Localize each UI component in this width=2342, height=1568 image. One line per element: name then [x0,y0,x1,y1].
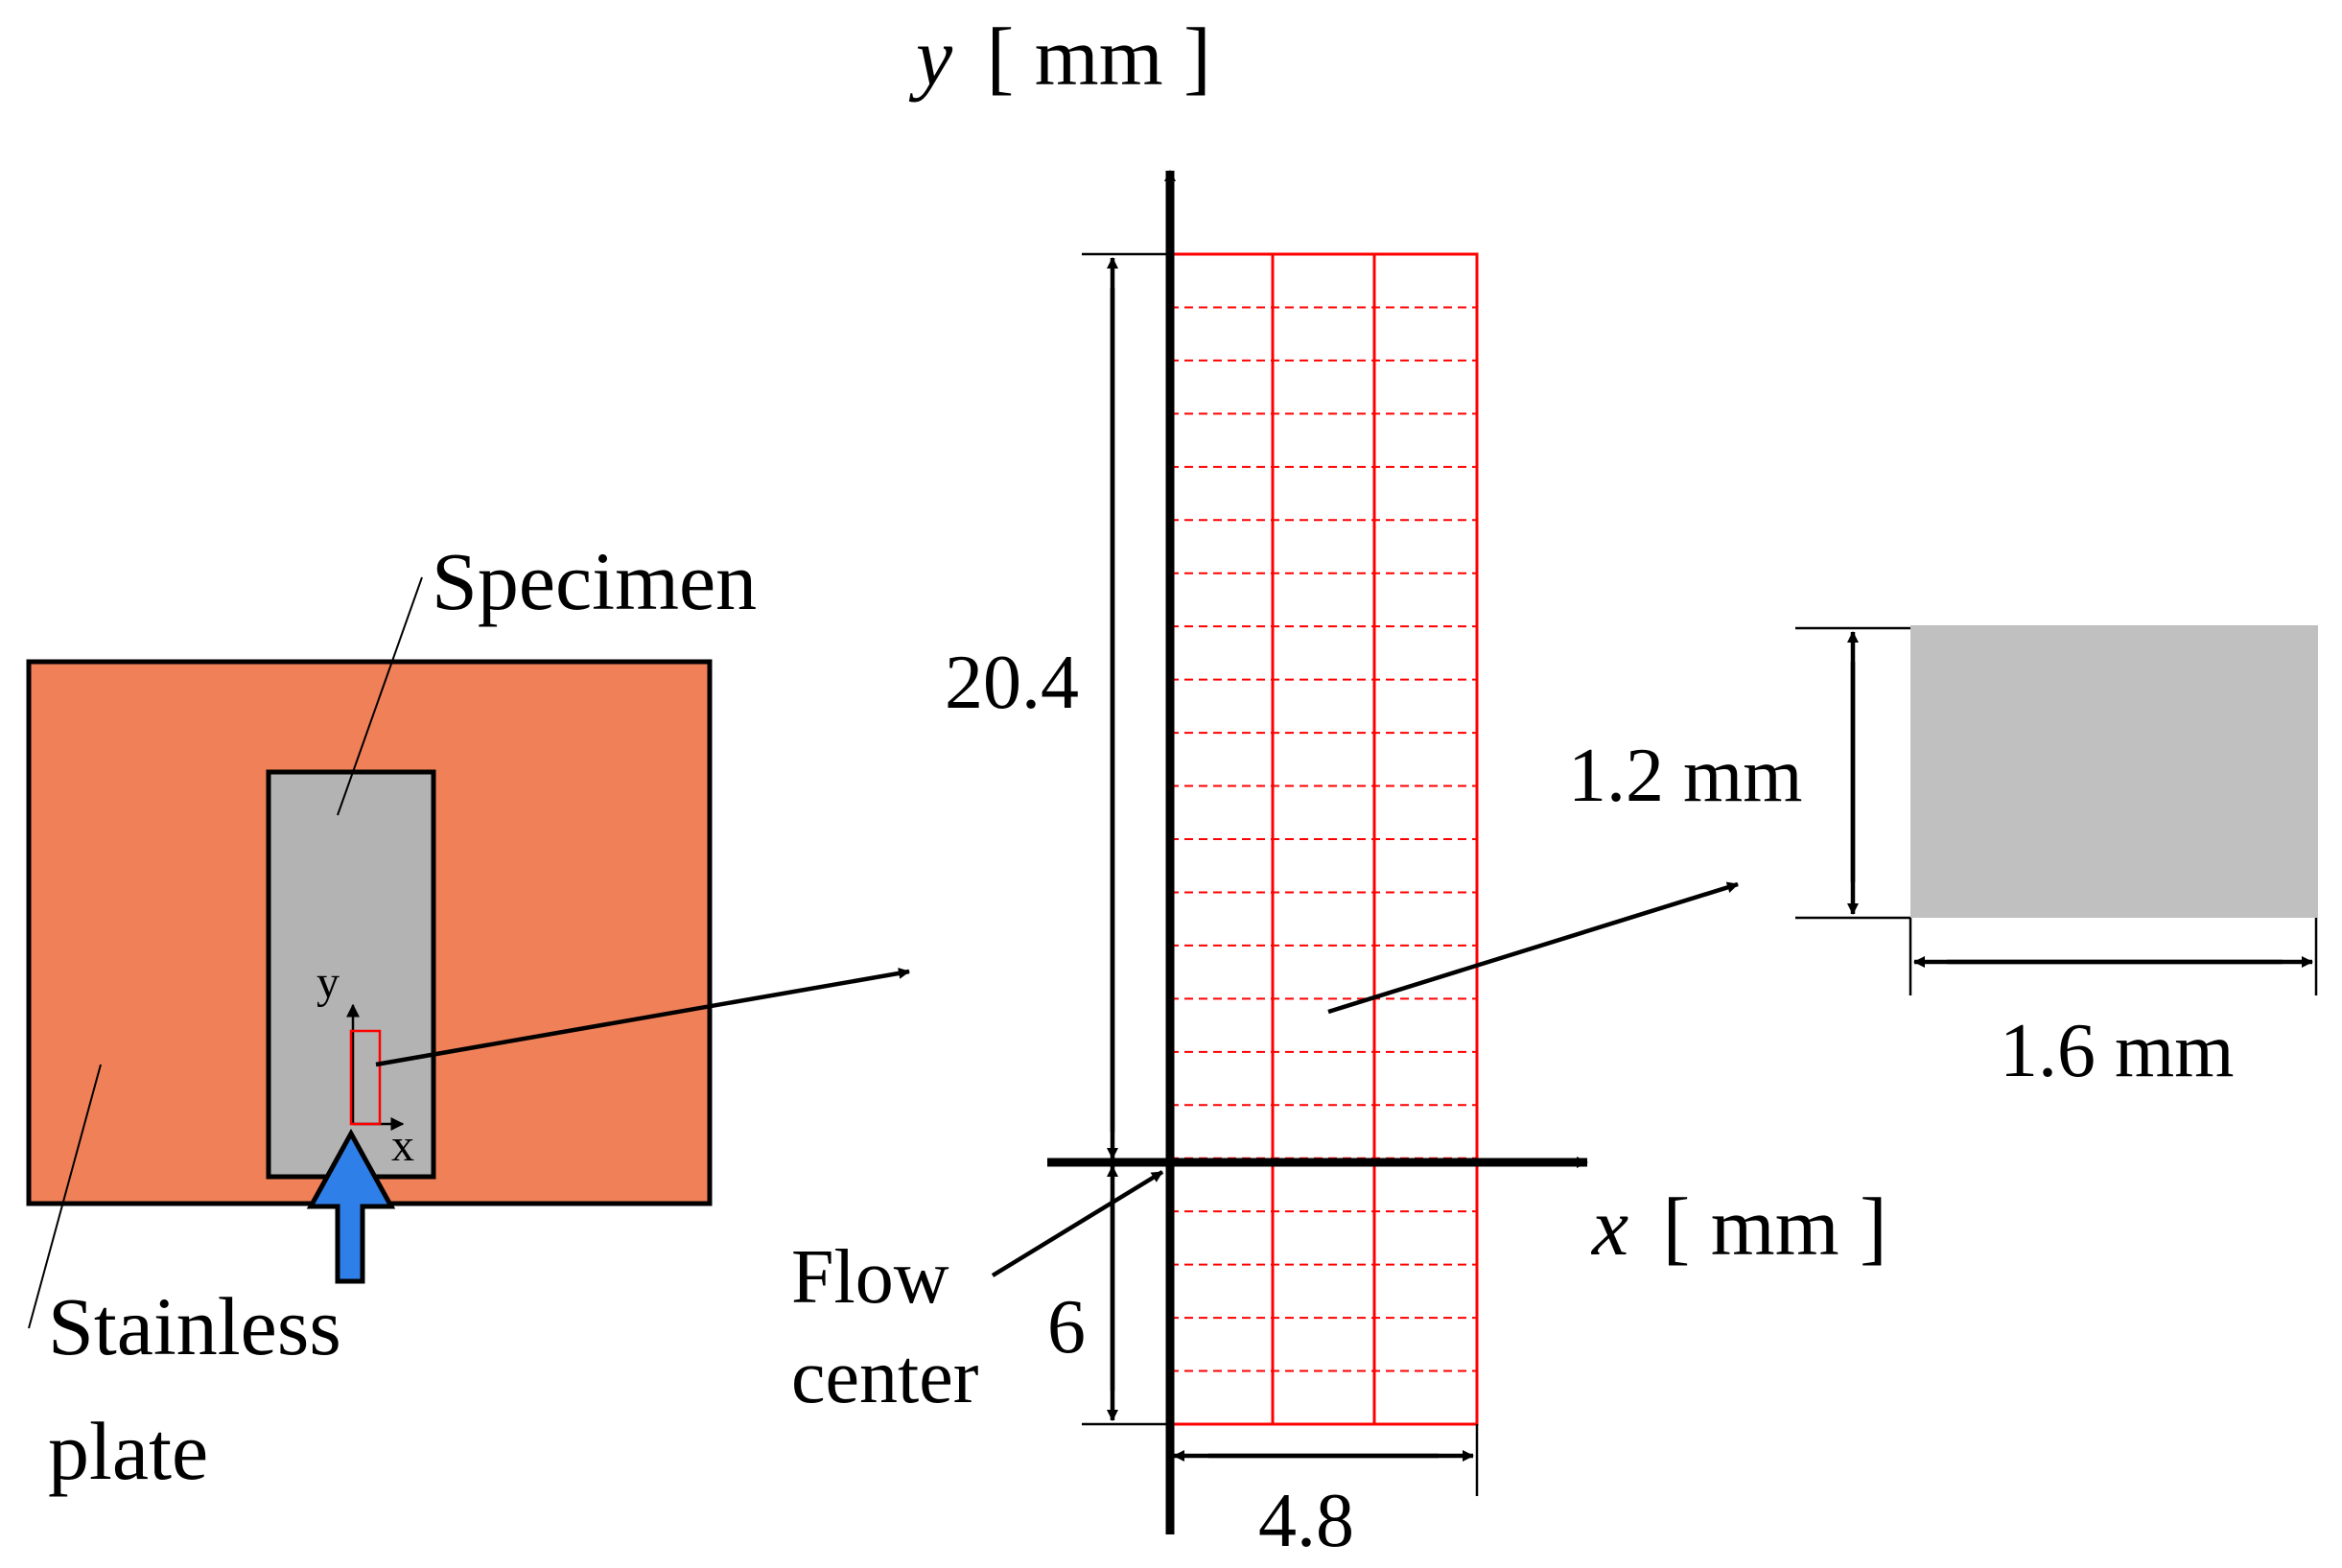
cell-height-label: 1.2 mm [1568,734,1802,818]
x-axis-var: x [1590,1181,1628,1273]
flow-center-label-line2: center [791,1335,978,1419]
specimen-leader-line [337,576,423,816]
y-axis-var: y [908,11,953,103]
zoom-arrow-to-cell [1327,881,1739,1015]
grid-row-dividers [1170,306,1477,1372]
y-axis-label: y [ mm ] [908,11,1211,103]
x-axis-label: x [ mm ] [1590,1181,1887,1273]
stainless-plate-group: y x Specimen Stainless plate [26,535,910,1497]
x-axis-unit: [ mm ] [1663,1181,1887,1273]
dim-height-below-label: 6 [1047,1285,1086,1369]
measurement-region-marker [349,1029,382,1126]
flow-arrow-icon [306,1128,396,1284]
flow-center-arrow [991,1170,1164,1277]
stainless-label-line2: plate [48,1405,208,1497]
flow-center-label-line1: Flow [791,1235,949,1320]
y-axis-unit: [ mm ] [987,11,1211,103]
cell-width-label: 1.6 mm [2000,1009,2234,1093]
dim-width-label: 4.8 [1258,1479,1354,1563]
stainless-leader-line [28,1064,102,1329]
small-x-label: x [391,1120,414,1171]
small-y-label: y [316,957,340,1008]
single-cell [1910,625,2318,918]
dim-height-above-label: 20.4 [945,641,1079,725]
specimen-label: Specimen [432,535,757,627]
stainless-label-line1: Stainless [48,1280,341,1372]
zoom-arrow-to-grid [375,967,910,1067]
measurement-grid [1168,252,1479,1426]
single-cell-detail: 1.2 mm 1.6 mm [1568,625,2318,1093]
